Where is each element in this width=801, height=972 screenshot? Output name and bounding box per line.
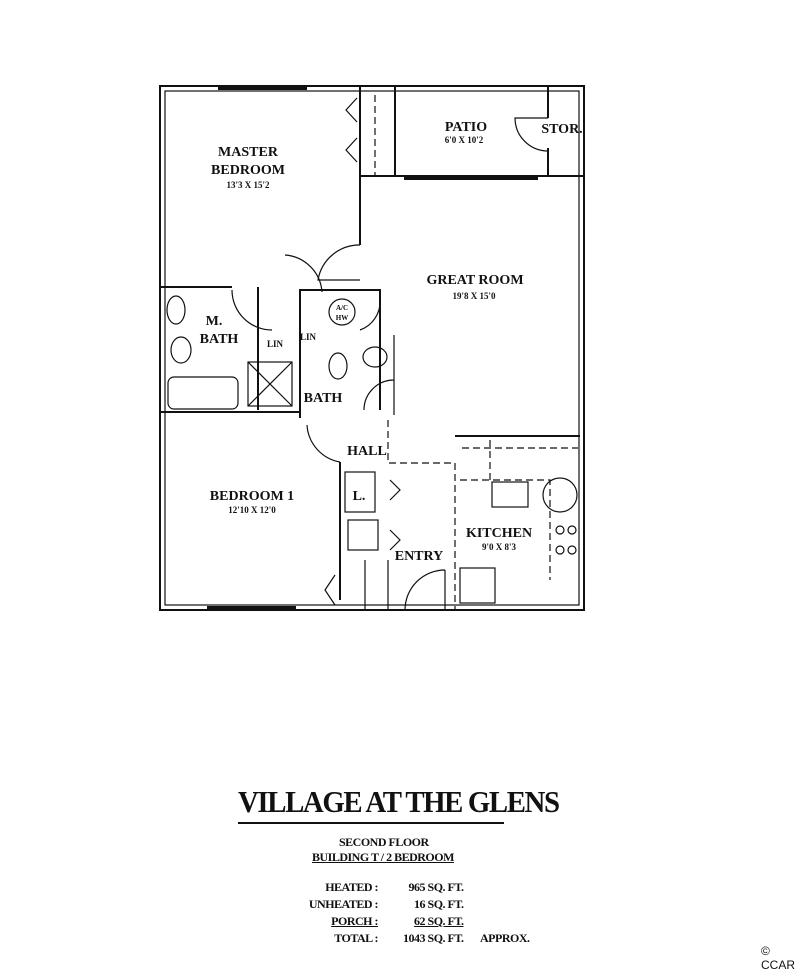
ac-door <box>359 299 381 331</box>
kitchen-sink <box>491 481 529 508</box>
bedroom1-door <box>306 424 341 463</box>
bathtub-icon <box>167 376 239 410</box>
burner <box>567 525 577 535</box>
closet-door <box>284 254 323 293</box>
bath-walls <box>160 286 381 418</box>
entry-door <box>404 569 446 611</box>
ac-hw-unit <box>328 298 356 326</box>
linen-closet <box>344 471 376 513</box>
master-bedroom-label-2: BEDROOM <box>211 163 285 178</box>
floor-label: SECOND FLOOR <box>339 835 429 849</box>
hw-label: HW <box>336 314 348 322</box>
fridge-icon <box>542 477 578 513</box>
bath-label: BATH <box>304 391 343 406</box>
area-label: UNHEATED : <box>308 897 379 911</box>
m-bath-label-2: BATH <box>200 332 239 347</box>
mbath-door <box>231 289 273 331</box>
laundry-label: L. <box>353 489 366 504</box>
sink-icon-2 <box>362 346 388 368</box>
master-door <box>317 244 361 281</box>
area-note: APPROX. <box>480 931 530 945</box>
bifold-door-3 <box>324 574 336 606</box>
area-label: PORCH : <box>331 914 378 928</box>
burner <box>555 545 565 555</box>
area-row-unheated: UNHEATED : 16 SQ. FT. <box>280 897 464 912</box>
closet-wall-2 <box>364 560 389 610</box>
great-room-dims: 19'8 X 15'0 <box>452 291 496 301</box>
master-bedroom-label: MASTER <box>218 145 279 160</box>
water-heater <box>347 519 379 551</box>
building-label: BUILDING T / 2 BEDROOM <box>312 850 454 864</box>
outer-wall-inner <box>164 90 580 606</box>
area-row-heated: HEATED : 965 SQ. FT. <box>280 880 464 895</box>
stor-label: STOR. <box>541 122 582 137</box>
kitchen-dims: 9'0 X 8'3 <box>482 542 517 552</box>
bath-door <box>363 335 395 415</box>
plan-title: VILLAGE AT THE GLENS <box>238 784 560 824</box>
area-row-total: TOTAL : 1043 SQ. FT. APPROX. <box>280 931 530 946</box>
area-value: 62 SQ. FT. <box>414 914 464 928</box>
dishwasher <box>459 567 496 604</box>
ac-label: A/C <box>336 304 348 312</box>
kitchen-label: KITCHEN <box>466 526 532 541</box>
master-bedroom-dims: 13'3 X 15'2 <box>226 180 270 190</box>
outer-wall <box>159 85 585 611</box>
area-label: HEATED : <box>325 880 378 894</box>
m-bath-label: M. <box>206 314 223 329</box>
patio-label: PATIO <box>445 120 487 135</box>
area-value: 16 SQ. FT. <box>414 897 464 911</box>
patio-dims: 6'0 X 10'2 <box>445 135 484 145</box>
stor-door <box>514 117 549 152</box>
area-value: 965 SQ. FT. <box>408 880 464 894</box>
linen-label-1: LIN <box>267 339 284 349</box>
bedroom1-dims: 12'10 X 12'0 <box>228 505 276 515</box>
closet-wall <box>359 86 395 177</box>
toilet-icon <box>170 336 192 364</box>
burner <box>555 525 565 535</box>
bedroom1-label: BEDROOM 1 <box>210 489 294 504</box>
toilet-icon-2 <box>328 352 348 380</box>
area-label: TOTAL : <box>334 931 378 945</box>
bifold-door-2 <box>389 479 401 551</box>
great-room-label: GREAT ROOM <box>426 273 523 288</box>
copyright-credit: © CCAR <box>761 944 796 972</box>
shower-x <box>247 361 293 407</box>
hall-label: HALL <box>347 444 387 459</box>
area-row-porch: PORCH : 62 SQ. FT. <box>280 914 464 929</box>
area-value: 1043 SQ. FT. <box>403 931 464 945</box>
burner <box>567 545 577 555</box>
linen-label-2: LIN <box>300 332 317 342</box>
shower-icon <box>247 361 293 407</box>
kitchen-counters <box>460 440 578 580</box>
sink-icon <box>166 295 186 325</box>
bifold-door <box>345 97 358 163</box>
entry-label: ENTRY <box>395 549 444 564</box>
